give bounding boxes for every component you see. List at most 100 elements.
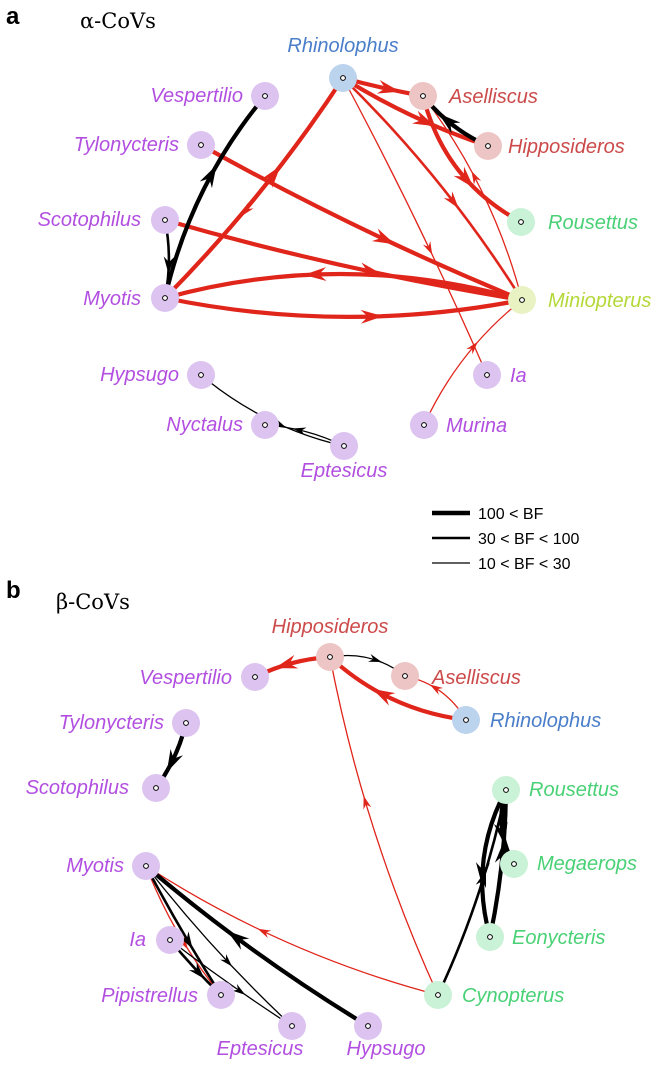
edge-arrow-rhinolophus-to-asselliscus	[429, 684, 444, 695]
node-label-ia: Ia	[129, 929, 146, 951]
panel-a-letter: a	[6, 3, 20, 30]
edge-arrow-cynopterus-to-hipposideros	[363, 795, 372, 810]
node-label-eptesicus: Eptesicus	[301, 460, 388, 482]
node-dot-ia	[167, 937, 173, 943]
panel-a-nodes: RhinolophusAselliscusHipposiderosRousett…	[38, 35, 652, 482]
edge-arrow-myotis-to-eptesicus	[220, 954, 233, 967]
edge-rhinolophus-to-hipposideros	[327, 654, 469, 723]
edge-murina-to-miniopterus	[423, 299, 523, 426]
node-dot-cynopterus	[435, 992, 441, 998]
node-dot-hypsugo	[198, 372, 204, 378]
node-dot-asselliscus	[420, 93, 426, 99]
edge-arrow-ia-to-eptesicus	[232, 983, 246, 995]
node-label-hypsugo: Hypsugo	[100, 364, 179, 386]
node-label-hipposideros: Hipposideros	[272, 616, 389, 638]
edge-hypsugo-to-myotis	[143, 863, 371, 1029]
node-label-scotophilus: Scotophilus	[26, 777, 129, 799]
legend-label-weak: 10 < BF < 30	[478, 556, 571, 573]
edge-myotis-to-miniopterus	[162, 295, 525, 319]
edge-arrow-tylonycteris-to-miniopterus	[371, 228, 396, 245]
node-dot-vespertilio	[252, 674, 258, 680]
edge-myotis-to-vespertilio	[162, 93, 268, 301]
node-label-asselliscus: Aselliscus	[448, 86, 538, 108]
edge-arrow-rhinolophus-to-miniopterus	[443, 191, 459, 209]
node-label-rousettus: Rousettus	[548, 212, 638, 234]
edge-rhinolophus-to-ia	[342, 77, 488, 376]
node-dot-pipistrellus	[218, 992, 224, 998]
node-label-tylonycteris: Tylonycteris	[59, 712, 164, 734]
node-label-pipistrellus: Pipistrellus	[101, 985, 198, 1007]
edge-rousettus-to-eonycteris	[480, 787, 509, 940]
node-dot-myotis	[162, 295, 168, 301]
edge-cynopterus-to-hipposideros	[329, 656, 439, 996]
node-label-ia: Ia	[510, 365, 527, 387]
node-dot-murina	[421, 422, 427, 428]
node-dot-hipposideros	[485, 143, 491, 149]
edge-arrow-rhinolophus-to-myotis	[241, 203, 254, 216]
edge-cynopterus-to-rousettus	[436, 788, 508, 997]
edge-arrow-rousettus-to-eonycteris	[475, 862, 490, 885]
node-dot-tylonycteris	[198, 142, 204, 148]
edge-rhinolophus-to-miniopterus	[341, 76, 524, 302]
node-dot-tylonycteris	[183, 720, 189, 726]
node-label-vespertilio: Vespertilio	[150, 85, 243, 107]
edge-scotophilus-to-miniopterus	[162, 217, 525, 303]
node-label-cynopterus: Cynopterus	[462, 985, 564, 1007]
node-label-miniopterus: Miniopterus	[548, 290, 651, 312]
edge-miniopterus-to-myotis	[162, 271, 525, 303]
edge-arrow-tylonycteris-to-scotophilus	[166, 749, 184, 773]
node-label-hypsugo: Hypsugo	[347, 1038, 426, 1060]
edge-arrow-eptesicus-to-nyctalus	[292, 427, 307, 436]
node-dot-myotis	[143, 863, 149, 869]
edge-ia-to-eptesicus	[169, 939, 293, 1027]
node-label-myotis: Myotis	[66, 855, 124, 877]
node-dot-eonycteris	[487, 934, 493, 940]
node-dot-ia	[484, 372, 490, 378]
node-label-rhinolophus: Rhinolophus	[490, 710, 601, 732]
node-label-murina: Murina	[446, 415, 507, 437]
node-dot-eptesicus	[341, 443, 347, 449]
panel-a-title: α-CoVs	[80, 9, 156, 33]
edge-myotis-to-pipistrellus	[144, 864, 223, 997]
node-label-nyctalus: Nyctalus	[166, 414, 243, 436]
node-dot-hypsugo	[365, 1023, 371, 1029]
node-label-hipposideros: Hipposideros	[508, 136, 625, 158]
edge-arrow-murina-to-miniopterus	[466, 341, 478, 355]
node-dot-rhinolophus	[463, 717, 469, 723]
edge-arrow-hipposideros-to-vespertilio	[274, 655, 299, 669]
edge-rhinolophus-to-myotis	[164, 77, 344, 299]
edge-arrow-rhinolophus-to-ia	[422, 241, 433, 255]
node-dot-asselliscus	[402, 673, 408, 679]
edge-cynopterus-to-myotis	[145, 865, 439, 996]
node-label-rousettus: Rousettus	[529, 779, 619, 801]
node-dot-rousettus	[503, 787, 509, 793]
panel-a-alpha-covs: a α-CoVs RhinolophusAselliscusHipposider…	[6, 3, 651, 482]
node-dot-nyctalus	[262, 422, 268, 428]
edge-arrow-cynopterus-to-myotis	[257, 928, 272, 939]
node-label-megaerops: Megaerops	[537, 853, 637, 875]
edge-arrow-myotis-to-rhinolophus	[261, 165, 281, 188]
node-label-myotis: Myotis	[83, 288, 141, 310]
edge-arrow-ia-to-pipistrellus	[188, 962, 205, 979]
node-dot-rhinolophus	[340, 75, 346, 81]
node-dot-eptesicus	[289, 1023, 295, 1029]
panel-a-edges	[162, 75, 525, 447]
node-label-rhinolophus: Rhinolophus	[287, 35, 398, 57]
node-dot-scotophilus	[153, 785, 159, 791]
node-dot-megaerops	[511, 861, 517, 867]
edge-arrow-miniopterus-to-asselliscus	[471, 171, 482, 185]
edge-arrow-scotophilus-to-myotis	[163, 256, 175, 274]
edge-arrow-myotis-to-vespertilio	[199, 165, 217, 189]
edge-arrow-hypsugo-to-myotis	[227, 930, 250, 950]
node-label-eonycteris: Eonycteris	[512, 927, 605, 949]
legend-label-strong: 100 < BF	[478, 506, 544, 523]
edge-arrow-hipposideros-to-asselliscus	[368, 654, 382, 663]
node-label-vespertilio: Vespertilio	[139, 667, 232, 689]
node-dot-miniopterus	[519, 297, 525, 303]
legend-label-medium: 30 < BF < 100	[478, 531, 580, 548]
edge-arrow-myotis-to-miniopterus	[360, 309, 384, 324]
panel-b-nodes: HipposiderosAselliscusRhinolophusRousett…	[26, 616, 637, 1060]
node-label-tylonycteris: Tylonycteris	[74, 134, 179, 156]
node-label-scotophilus: Scotophilus	[38, 209, 141, 231]
